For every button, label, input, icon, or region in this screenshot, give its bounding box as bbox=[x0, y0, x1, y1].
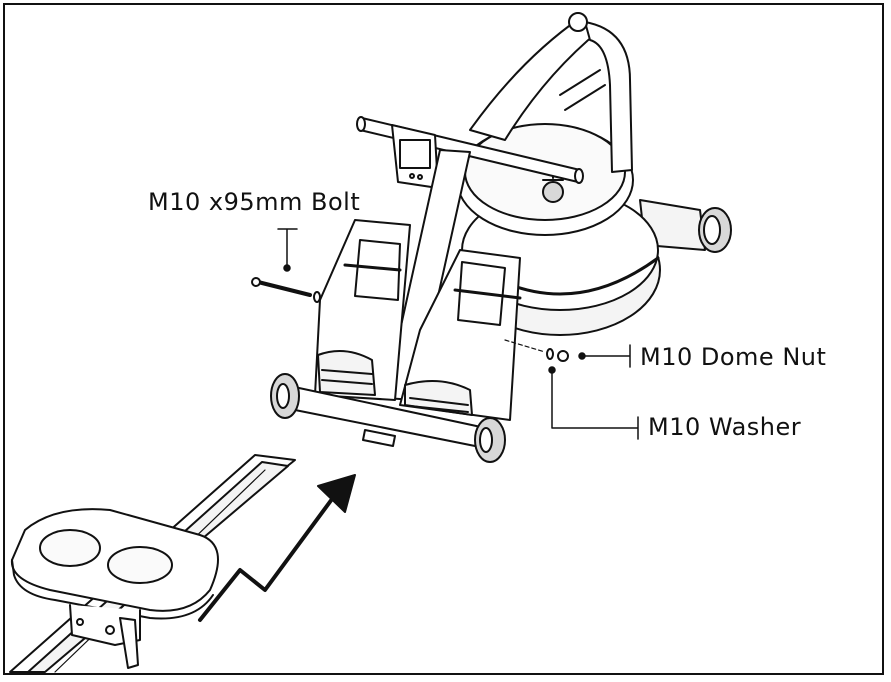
bolt-callout: M10 x95mm Bolt bbox=[148, 188, 361, 216]
right-foot-plate bbox=[399, 249, 522, 421]
callout-leaders bbox=[277, 228, 639, 440]
water-tank bbox=[456, 123, 661, 336]
nut-and-washer bbox=[504, 339, 569, 362]
seat bbox=[10, 508, 219, 669]
bolt-part bbox=[251, 277, 321, 303]
monitor bbox=[391, 124, 439, 189]
front-base bbox=[270, 373, 506, 463]
washer-callout: M10 Washer bbox=[648, 413, 802, 441]
dome-nut-callout: M10 Dome Nut bbox=[640, 343, 827, 371]
left-foot-plate bbox=[314, 219, 411, 401]
insert-direction-arrow bbox=[198, 474, 356, 622]
upper-frame-arch bbox=[469, 12, 633, 173]
